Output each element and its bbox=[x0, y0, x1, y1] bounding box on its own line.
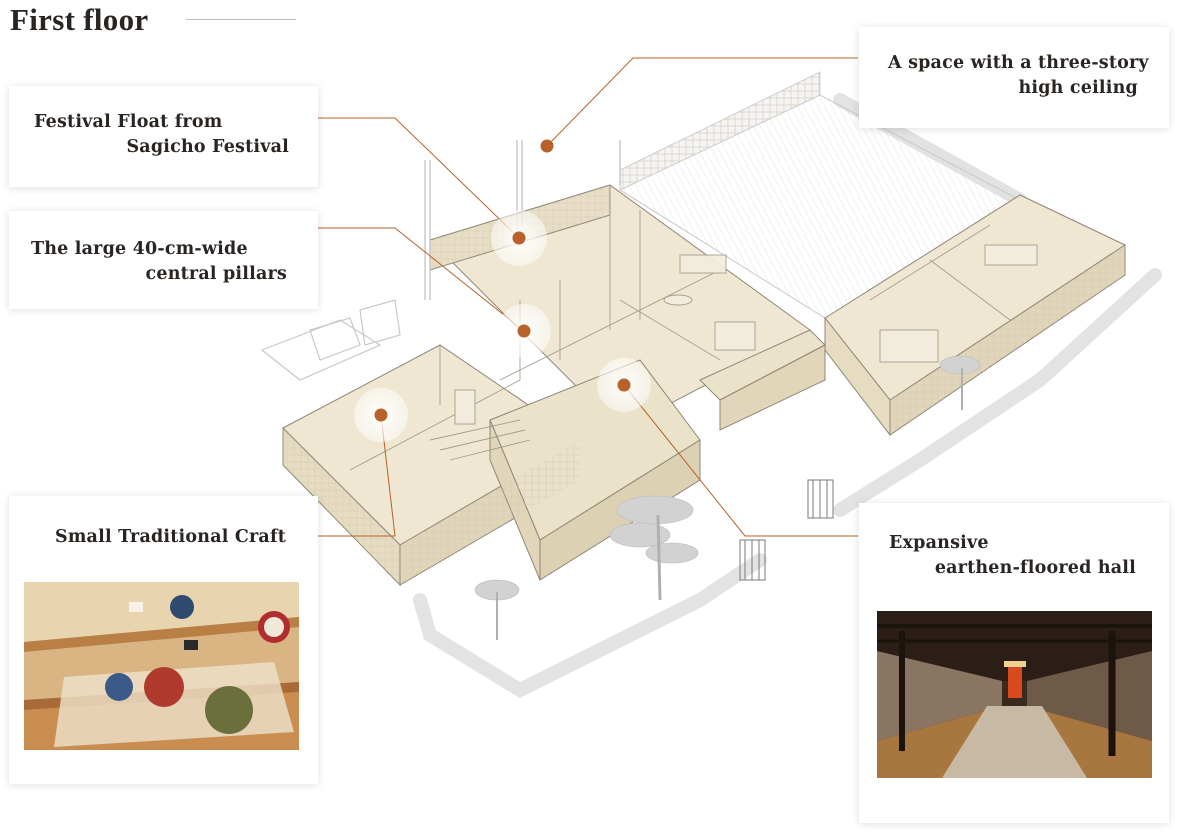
callout-leaders bbox=[318, 57, 858, 537]
callout-line-2: high ceiling bbox=[1018, 78, 1138, 98]
earthen-hall-photo bbox=[877, 611, 1152, 778]
hotspot-dot-icon bbox=[617, 378, 631, 392]
callout-line-2: earthen-floored hall bbox=[934, 558, 1136, 578]
callout-central-pillars[interactable]: The large 40-cm-wide central pillars bbox=[9, 211, 318, 309]
callout-line-1: Expansive bbox=[889, 533, 989, 553]
north-courtyard bbox=[618, 71, 1022, 319]
craft-display-photo bbox=[24, 582, 299, 750]
callout-line-1: A space with a three-story bbox=[888, 53, 1149, 73]
hotspot-dot-icon bbox=[374, 408, 388, 422]
callout-line-1: Small Traditional Craft bbox=[55, 527, 286, 547]
callout-line-2: Sagicho Festival bbox=[126, 137, 289, 157]
garden-tree-icon bbox=[474, 355, 981, 640]
hotspot-dot-icon bbox=[540, 139, 554, 153]
callout-line-2: central pillars bbox=[145, 264, 287, 284]
page-title: First floor bbox=[10, 2, 149, 37]
callout-line-1: The large 40-cm-wide bbox=[31, 239, 248, 259]
title-divider bbox=[186, 19, 296, 20]
hotspot-markers bbox=[354, 139, 651, 442]
hotspot-dot-icon bbox=[517, 324, 531, 338]
annex-outline bbox=[260, 299, 401, 381]
callout-traditional-craft[interactable]: Small Traditional Craft bbox=[9, 496, 318, 784]
three-story-posts bbox=[424, 140, 621, 300]
interior-partitions bbox=[349, 185, 1038, 471]
callout-earthen-hall[interactable]: Expansive earthen-floored hall bbox=[859, 503, 1169, 823]
callout-festival-float[interactable]: Festival Float from Sagicho Festival bbox=[9, 86, 318, 187]
entrance-gate bbox=[739, 479, 834, 581]
hotspot-dot-icon bbox=[512, 231, 526, 245]
callout-three-story-ceiling[interactable]: A space with a three-story high ceiling bbox=[859, 27, 1169, 128]
callout-line-1: Festival Float from bbox=[34, 112, 223, 132]
